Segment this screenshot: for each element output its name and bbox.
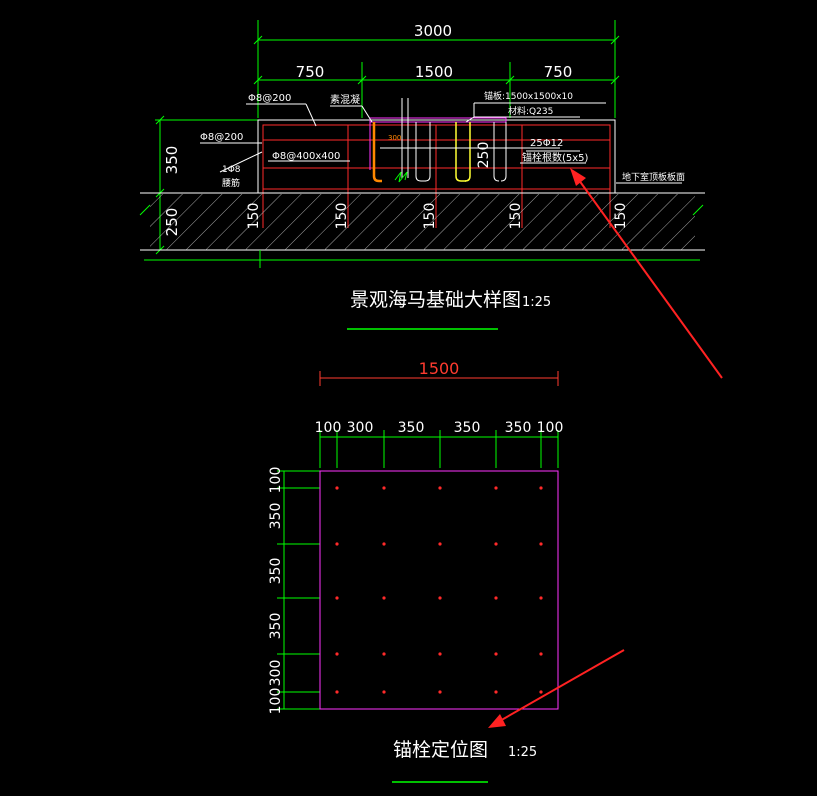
plan-dim-h-0: 100 [315, 420, 342, 436]
bolt-dot [438, 596, 442, 600]
bolt-dot [382, 486, 386, 490]
annotation-arrow-1 [570, 168, 723, 379]
cushion-hatch [150, 194, 695, 250]
plan-dim-v-5: 100 [268, 688, 284, 715]
bolt-dot [539, 486, 543, 490]
dim-depth-5: 150 [613, 203, 629, 230]
label-mesh: Φ8@400x400 [272, 151, 340, 162]
bolt-dot [438, 542, 442, 546]
bolt-dot [494, 486, 498, 490]
plan-title: 锚栓定位图 [393, 739, 488, 761]
dim-height: 350 [163, 146, 181, 175]
bolt-dot [494, 596, 498, 600]
bolt-dot [494, 542, 498, 546]
plan-dim-v-3: 350 [268, 613, 284, 640]
plan-detail: 1500 100 300 350 350 350 100 [268, 359, 564, 783]
label-stirrup-left: Φ8@200 [200, 132, 243, 143]
dim-left: 750 [296, 63, 325, 81]
anchor-plate [369, 117, 507, 123]
bolt-dot [438, 690, 442, 694]
dim-total: 3000 [414, 22, 452, 40]
plan-dim-v-1: 350 [268, 503, 284, 530]
break-symbol [394, 171, 408, 183]
plan-dim-h-5: 100 [537, 420, 564, 436]
section-scale: 1:25 [522, 295, 551, 310]
label-ring: 1Φ8 [222, 165, 241, 175]
bolt-dot [494, 652, 498, 656]
anchor-bolts [401, 98, 507, 182]
section-detail: 3000 750 1500 750 350 250 [139, 20, 705, 330]
dim-depth-4: 150 [508, 203, 524, 230]
bolt-grid [335, 486, 543, 694]
dim-depth-3: 150 [422, 203, 438, 230]
bolt-dot [539, 690, 543, 694]
plan-dim-h-1: 300 [347, 420, 374, 436]
dim-depth-2: 150 [334, 203, 350, 230]
plan-scale: 1:25 [508, 745, 537, 760]
bolt-dot [335, 542, 339, 546]
orange-tag: 300 [388, 134, 401, 142]
bolt-dot [335, 486, 339, 490]
bolt-dot [539, 542, 543, 546]
bolt-dot [335, 596, 339, 600]
plan-vertical-chain [277, 470, 320, 710]
bolt-dot [382, 652, 386, 656]
label-ring-sub: 腰筋 [222, 177, 240, 189]
bolt-dot [382, 542, 386, 546]
label-stirrup: Φ8@200 [248, 93, 291, 104]
dim-right: 750 [544, 63, 573, 81]
bolt-dot [539, 596, 543, 600]
label-pour: 素混凝 [330, 93, 360, 106]
dim-middle: 1500 [415, 63, 453, 81]
bolt-dot [539, 652, 543, 656]
plan-dim-total: 1500 [419, 359, 460, 378]
section-dimension-chain [253, 20, 620, 118]
bolt-dot [335, 690, 339, 694]
section-title: 景观海马基础大样图 [350, 289, 521, 311]
plan-dim-v-2: 350 [268, 558, 284, 585]
bolt-dot [382, 596, 386, 600]
bolt-dot [438, 486, 442, 490]
dim-depth-1: 150 [246, 203, 262, 230]
dim-plate-gap: 250 [476, 142, 492, 169]
label-material: 材料:Q235 [508, 105, 553, 117]
annotation-arrow-2 [488, 649, 625, 728]
bolt-dot [382, 690, 386, 694]
section-leaders [200, 102, 682, 184]
label-bolt-note: 锚栓根数(5x5) [522, 151, 589, 164]
plan-dim-h-2: 350 [398, 420, 425, 436]
bolt-dot [438, 652, 442, 656]
bolt-dot [494, 690, 498, 694]
label-bolt: 25Φ12 [530, 138, 563, 149]
plan-dim-v-0: 100 [268, 467, 284, 494]
plan-dim-h-3: 350 [454, 420, 481, 436]
label-ground: 地下室顶板板面 [622, 171, 685, 183]
plan-horizontal-chain [319, 430, 559, 468]
label-plate: 锚板:1500x1500x10 [484, 90, 573, 102]
plan-dim-h-4: 350 [505, 420, 532, 436]
plan-dim-v-4: 300 [268, 660, 284, 687]
highlighted-bolt [372, 122, 382, 183]
plan-plate-outline [319, 470, 559, 710]
bolt-dot [335, 652, 339, 656]
